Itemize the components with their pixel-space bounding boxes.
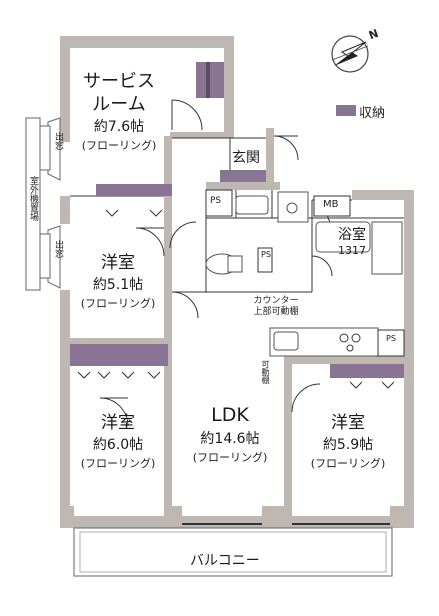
compass-icon xyxy=(331,35,369,73)
service-room-floor: (フローリング) xyxy=(81,139,157,152)
western3-floor: (フローリング) xyxy=(310,457,386,470)
western1-label: 洋室 約5.1帖 (フローリング) xyxy=(72,252,164,312)
counter-note: カウンター 上部可動棚 xyxy=(236,296,316,318)
bay-window-top-label: 出窓 xyxy=(53,132,63,150)
partition-lines xyxy=(70,137,404,293)
service-room-label: サービス ルーム 約7.6帖 (フローリング) xyxy=(74,70,164,154)
ps-label-3-text: PS xyxy=(386,334,396,343)
western2-name: 洋室 xyxy=(101,413,135,433)
bath-name: 浴室 xyxy=(338,227,366,243)
ps-label-1: PS xyxy=(210,196,222,206)
kitchen xyxy=(269,327,405,357)
western1-floor: (フローリング) xyxy=(80,297,156,310)
western3-size: 約5.9帖 xyxy=(322,437,374,453)
legend-swatch xyxy=(336,105,356,116)
western1-size: 約5.1帖 xyxy=(92,277,144,293)
ldk-size: 約14.6帖 xyxy=(200,431,260,447)
legend: 収納 xyxy=(359,102,385,121)
ps-label-2: PS xyxy=(261,250,271,259)
bathtub xyxy=(315,221,403,275)
door-swings xyxy=(99,99,333,427)
movable-shelf-label: 可動棚 xyxy=(261,360,270,384)
western1-name: 洋室 xyxy=(101,253,135,273)
outdoor-unit-space xyxy=(25,117,41,291)
counter-note-line2: 上部可動棚 xyxy=(253,307,299,317)
service-room-name-2: ルーム xyxy=(92,94,146,115)
outdoor-unit-label: 室外機置場 xyxy=(28,176,38,221)
service-room-size: 約7.6帖 xyxy=(93,119,145,135)
legend-label: 収納 xyxy=(359,106,386,121)
bath-size: 1317 xyxy=(338,244,366,257)
ldk-floor: (フローリング) xyxy=(192,451,268,464)
ps-label-3: PS xyxy=(381,334,401,343)
western3-label: 洋室 約5.9帖 (フローリング) xyxy=(294,412,402,472)
ps-label-2-text: PS xyxy=(261,250,271,259)
entrance-label: 玄関 xyxy=(232,150,260,166)
ldk-label: LDK 約14.6帖 (フローリング) xyxy=(178,402,282,466)
storage-areas xyxy=(70,62,404,378)
washroom-fixtures xyxy=(205,189,351,275)
storage-door-marks xyxy=(77,209,395,389)
western2-label: 洋室 約6.0帖 (フローリング) xyxy=(72,412,164,472)
western3-name: 洋室 xyxy=(331,413,365,433)
service-room-name-1: サービス xyxy=(83,71,155,92)
bath-label: 浴室 1317 xyxy=(330,226,374,258)
bay-window-top xyxy=(39,117,61,181)
balcony xyxy=(73,523,393,577)
ldk-name: LDK xyxy=(211,404,249,426)
western2-size: 約6.0帖 xyxy=(92,437,144,453)
western2-floor: (フローリング) xyxy=(80,457,156,470)
counter-note-line1: カウンター xyxy=(253,296,299,306)
mb-label: MB xyxy=(323,199,339,210)
bay-window-bottom-label: 出窓 xyxy=(53,240,63,258)
balcony-label: バルコニー xyxy=(190,553,260,569)
